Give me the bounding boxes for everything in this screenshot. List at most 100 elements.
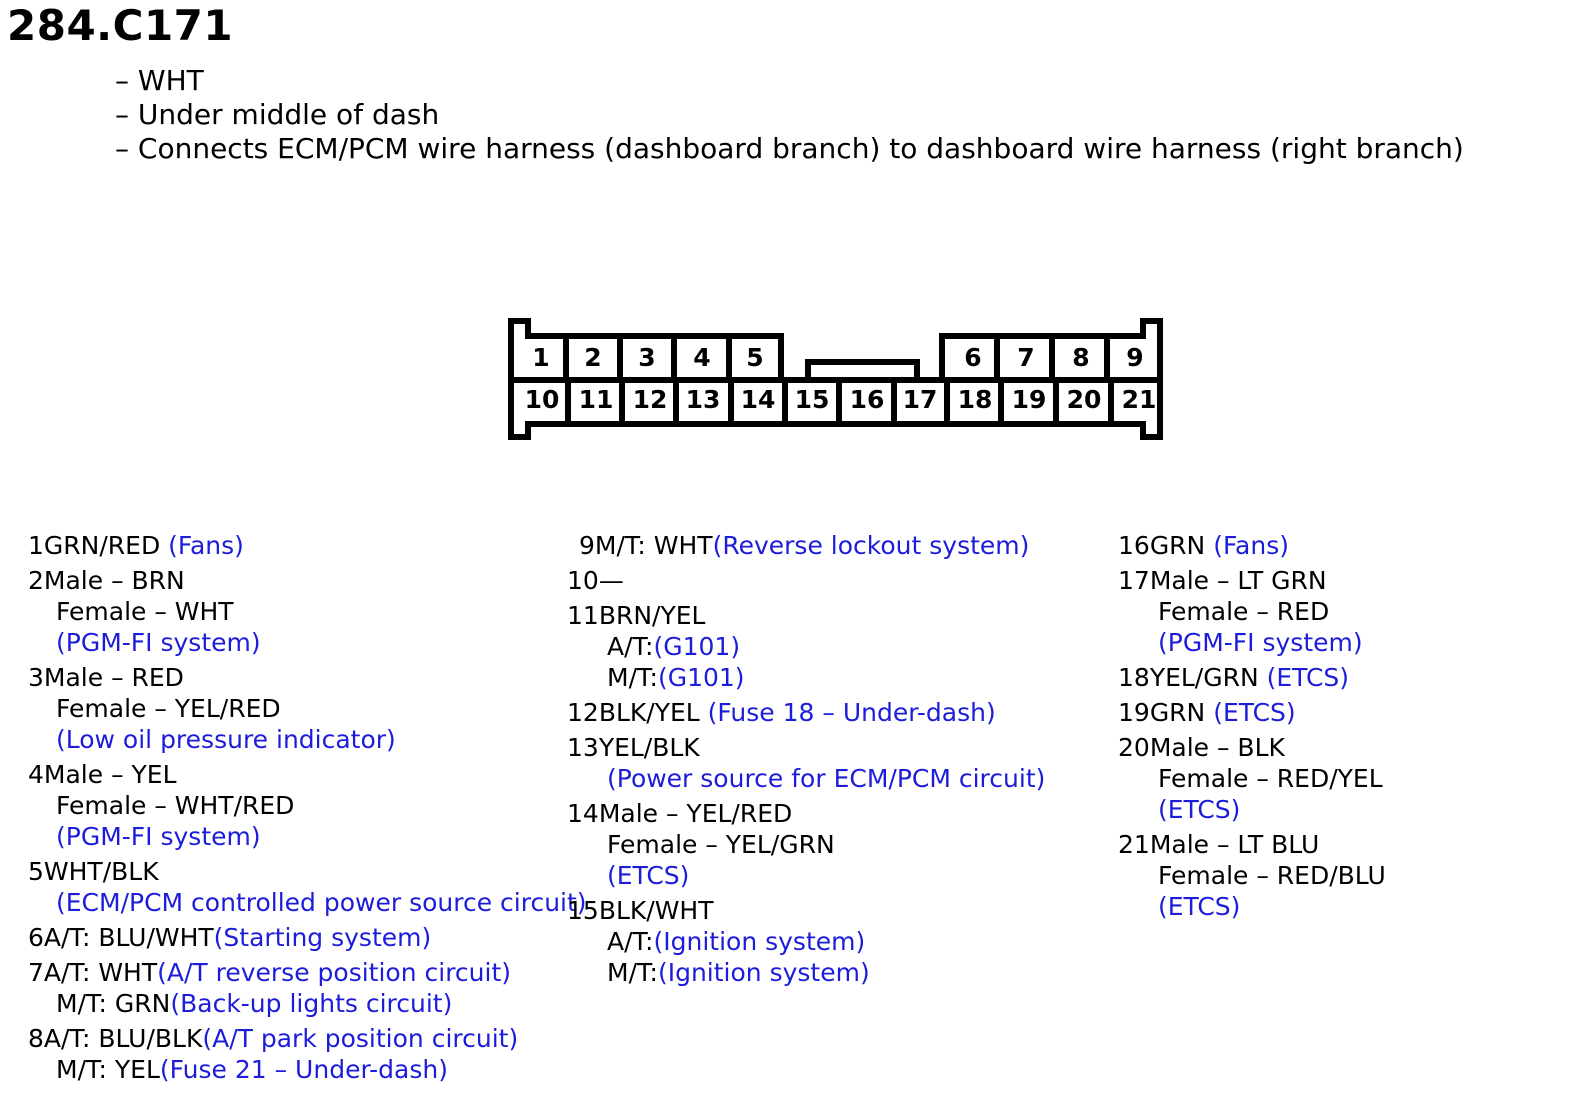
- circuit-link[interactable]: (Back-up lights circuit): [170, 989, 453, 1018]
- wire-info: BRN/YEL: [598, 601, 706, 630]
- pin-label-7: 7: [1017, 343, 1034, 372]
- wire-info: —: [598, 566, 624, 595]
- pin-number: 12: [567, 698, 599, 727]
- circuit-link[interactable]: (Fuse 21 – Under-dash): [159, 1055, 448, 1084]
- pin-4-line: Female – WHT/RED: [28, 790, 294, 821]
- pin-number: 9: [579, 531, 595, 560]
- pin-9-line: 9M/T: WHT(Reverse lockout system): [579, 530, 1029, 561]
- circuit-link[interactable]: (Fans): [168, 531, 244, 560]
- circuit-link[interactable]: (G101): [657, 663, 745, 692]
- wire-info: Male – BLK: [1149, 733, 1285, 762]
- circuit-link[interactable]: (PGM-FI system): [1158, 628, 1363, 657]
- pin-6-line: 6A/T: BLU/WHT(Starting system): [28, 922, 431, 953]
- pin-21-line: Female – RED/BLU: [1118, 860, 1386, 891]
- pin-number: 7: [28, 958, 44, 987]
- pin-5-line: 5WHT/BLK: [28, 856, 587, 887]
- circuit-link[interactable]: (G101): [653, 632, 741, 661]
- pin-entry-1: 1GRN/RED (Fans): [28, 530, 244, 561]
- pin-label-21: 21: [1122, 385, 1157, 414]
- pin-label-19: 19: [1012, 385, 1047, 414]
- circuit-link[interactable]: (ETCS): [1158, 795, 1241, 824]
- pin-label-13: 13: [686, 385, 721, 414]
- wire-info: BLK/WHT: [598, 896, 714, 925]
- wire-info: A/T:: [607, 927, 654, 956]
- pin-14-line: Female – YEL/GRN: [567, 829, 835, 860]
- pin-number: 6: [28, 923, 44, 952]
- pin-number: 4: [28, 760, 44, 789]
- circuit-link[interactable]: (Fuse 18 – Under-dash): [707, 698, 996, 727]
- pin-number: 18: [1118, 663, 1150, 692]
- description-connection: – Connects ECM/PCM wire harness (dashboa…: [115, 132, 1464, 165]
- pin-number: 20: [1118, 733, 1150, 762]
- pin-15-line: 15BLK/WHT: [567, 895, 870, 926]
- pin-label-16: 16: [850, 385, 885, 414]
- pin-label-18: 18: [958, 385, 993, 414]
- pin-label-5: 5: [746, 343, 763, 372]
- circuit-link[interactable]: (Power source for ECM/PCM circuit): [607, 764, 1046, 793]
- wire-info: M/T:: [607, 958, 658, 987]
- pin-number: 3: [28, 663, 44, 692]
- circuit-link[interactable]: (A/T reverse position circuit): [157, 958, 512, 987]
- circuit-link[interactable]: (ETCS): [1158, 892, 1241, 921]
- pin-number: 16: [1118, 531, 1150, 560]
- pin-entry-18: 18YEL/GRN (ETCS): [1118, 662, 1349, 693]
- page-title: 284.C171: [7, 1, 234, 50]
- circuit-link[interactable]: (ETCS): [1266, 663, 1350, 692]
- wire-info: Female – RED: [1158, 597, 1330, 626]
- wire-info: Female – WHT: [56, 597, 234, 626]
- pin-17-line: (PGM-FI system): [1118, 627, 1363, 658]
- circuit-link[interactable]: (A/T park position circuit): [202, 1024, 519, 1053]
- wire-info: Female – WHT/RED: [56, 791, 295, 820]
- pin-5-line: (ECM/PCM controlled power source circuit…: [28, 887, 587, 918]
- wire-info: Female – YEL/GRN: [607, 830, 835, 859]
- pin-21-line: 21Male – LT BLU: [1118, 829, 1386, 860]
- pin-15-line: M/T:(Ignition system): [567, 957, 870, 988]
- wire-info: A/T: BLU/BLK: [43, 1024, 203, 1053]
- pin-20-line: Female – RED/YEL: [1118, 763, 1383, 794]
- wire-info: Female – YEL/RED: [56, 694, 281, 723]
- pin-label-1: 1: [532, 343, 549, 372]
- wire-info: A/T:: [607, 632, 654, 661]
- pin-17-line: Female – RED: [1118, 596, 1363, 627]
- pin-19-line: 19GRN (ETCS): [1118, 697, 1296, 728]
- pin-18-line: 18YEL/GRN (ETCS): [1118, 662, 1349, 693]
- wire-info: M/T: YEL: [56, 1055, 160, 1084]
- circuit-link[interactable]: (Fans): [1213, 531, 1289, 560]
- circuit-link[interactable]: (PGM-FI system): [56, 822, 261, 851]
- pin-label-6: 6: [964, 343, 981, 372]
- pin-entry-10: 10—: [567, 565, 624, 596]
- circuit-link[interactable]: (Ignition system): [653, 927, 866, 956]
- circuit-link[interactable]: (Low oil pressure indicator): [56, 725, 396, 754]
- pin-number: 13: [567, 733, 599, 762]
- pin-number: 8: [28, 1024, 44, 1053]
- circuit-link[interactable]: (ETCS): [1213, 698, 1296, 727]
- circuit-link[interactable]: (Starting system): [213, 923, 432, 952]
- pin-entry-13: 13YEL/BLK(Power source for ECM/PCM circu…: [567, 732, 1045, 794]
- wire-info: Male – BRN: [43, 566, 185, 595]
- circuit-link[interactable]: (Ignition system): [657, 958, 870, 987]
- pin-8-line: M/T: YEL(Fuse 21 – Under-dash): [28, 1054, 518, 1085]
- wire-info: A/T: BLU/WHT: [43, 923, 214, 952]
- circuit-link[interactable]: (PGM-FI system): [56, 628, 261, 657]
- wire-info: Male – LT BLU: [1149, 830, 1320, 859]
- circuit-link[interactable]: (ETCS): [607, 861, 690, 890]
- pin-13-line: (Power source for ECM/PCM circuit): [567, 763, 1045, 794]
- wire-info: YEL/GRN: [1149, 663, 1267, 692]
- pin-number: 17: [1118, 566, 1150, 595]
- pin-20-line: 20Male – BLK: [1118, 732, 1383, 763]
- pin-7-line: 7A/T: WHT(A/T reverse position circuit): [28, 957, 511, 988]
- pin-label-14: 14: [741, 385, 776, 414]
- circuit-link[interactable]: (Reverse lockout system): [712, 531, 1030, 560]
- circuit-link[interactable]: (ECM/PCM controlled power source circuit…: [56, 888, 587, 917]
- pin-14-line: (ETCS): [567, 860, 835, 891]
- pin-label-2: 2: [584, 343, 601, 372]
- pin-1-line: 1GRN/RED (Fans): [28, 530, 244, 561]
- wire-info: BLK/YEL: [598, 698, 708, 727]
- wire-info: M/T:: [607, 663, 658, 692]
- pin-20-line: (ETCS): [1118, 794, 1383, 825]
- pin-number: 21: [1118, 830, 1150, 859]
- pin-number: 15: [567, 896, 599, 925]
